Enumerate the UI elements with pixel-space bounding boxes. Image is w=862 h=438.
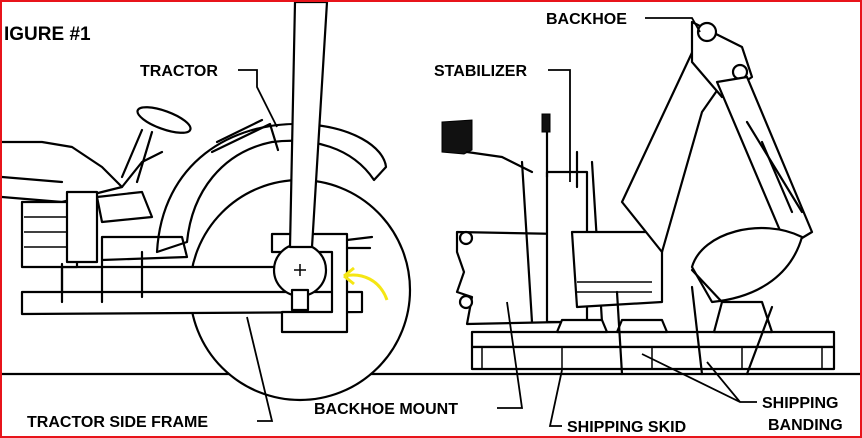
leader-tractor-side-frame [246,316,274,422]
label-shipping-skid: SHIPPING SKID [567,419,686,436]
yellow-arrow-icon [343,273,389,301]
backhoe-drawing [441,20,836,376]
label-tractor-side-frame: TRACTOR SIDE FRAME [27,414,208,431]
leader-backhoe-mount [497,301,524,409]
figure-title: IGURE #1 [4,24,91,45]
label-tractor: TRACTOR [140,63,218,80]
leader-stabilizer [548,69,571,182]
label-backhoe-mount: BACKHOE MOUNT [314,401,458,418]
leader-backhoe [645,17,701,33]
leader-shipping-banding [641,353,757,403]
tractor-drawing [2,2,412,402]
label-stabilizer: STABILIZER [434,63,527,80]
leader-shipping-skid [548,369,563,427]
label-shipping-banding-line2: BANDING [768,417,843,434]
leader-tractor [238,69,278,128]
label-shipping-banding-line1: SHIPPING [762,395,838,412]
label-backhoe: BACKHOE [546,11,627,28]
